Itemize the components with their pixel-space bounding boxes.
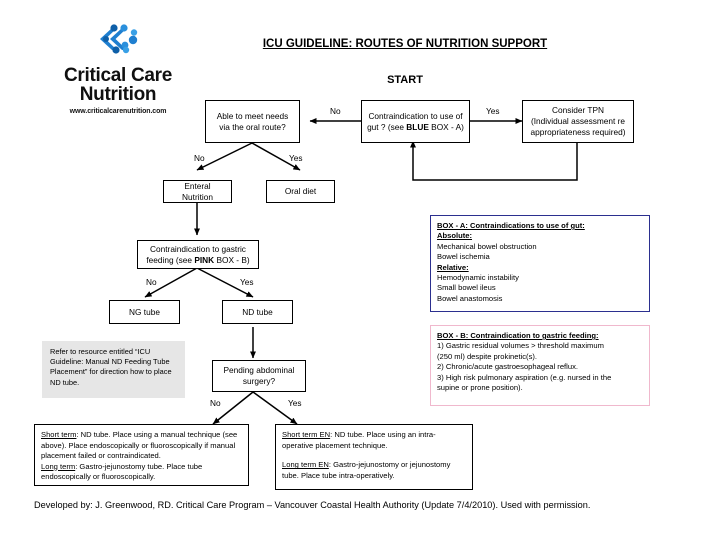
edge-label-oral-yes: Yes (289, 153, 303, 163)
node-able-to-meet-needs-oral-route[interactable]: Able to meet needs via the oral route? (205, 100, 300, 143)
node-text-pre: Contraindication to use of gut ? (see (367, 110, 463, 132)
box-b-line: 2) Chronic/acute gastroesophageal reflux… (437, 362, 578, 372)
edge-label-surgery-yes: Yes (288, 398, 302, 408)
logo-title-line2: Nutrition (79, 84, 157, 105)
edge-label-surgery-no: No (210, 398, 221, 408)
outcome-right-short: Short term EN: ND tube. Place using an i… (282, 430, 466, 451)
node-text-post: BOX - B) (214, 254, 250, 265)
node-pending-abdominal-surgery[interactable]: Pending abdominal surgery? (212, 360, 306, 392)
node-label: Contraindication to use of gut ? (see BL… (367, 111, 464, 133)
resource-note: Refer to resource entitled “ICU Guidelin… (42, 341, 185, 398)
outcome-left-short-text: : ND tube. Place using a manual techniqu… (41, 430, 238, 461)
box-b-line: 1) Gastric residual volumes > threshold … (437, 341, 604, 351)
node-consider-tpn[interactable]: Consider TPN (Individual assessment re a… (522, 100, 634, 143)
edge-label-gastric-no: No (146, 277, 157, 287)
logo-title-line1: Critical Care (63, 65, 173, 86)
node-text-bold: BLUE (406, 121, 429, 132)
outcome-left-short-label: Short term (41, 430, 77, 439)
box-a-item: Bowel anastomosis (437, 293, 503, 303)
info-panel-box-b: BOX - B: Contraindication to gastric fee… (430, 325, 650, 406)
node-label: ND tube (242, 306, 273, 317)
outcome-right-long: Long term EN: Gastro-jejunostomy or jeju… (282, 460, 466, 481)
edge-label-gut-yes: Yes (486, 106, 500, 116)
outcome-right-long-text: : Gastro-jejunostomy or jejunostomy tube… (282, 460, 451, 480)
node-contraindication-use-of-gut[interactable]: Contraindication to use of gut ? (see BL… (361, 100, 470, 143)
logo-url: www.criticalcarenutrition.com (69, 108, 167, 115)
edge-surgery-no (212, 391, 254, 425)
page-title: ICU GUIDELINE: ROUTES OF NUTRITION SUPPO… (262, 38, 548, 50)
box-a-subheading-relative: Relative: (437, 262, 469, 272)
outcome-right-short-text: : ND tube. Place using an intra-operativ… (282, 430, 436, 450)
info-panel-box-a: BOX - A: Contraindications to use of gut… (430, 215, 650, 312)
edge-tpn-feedback (410, 140, 578, 181)
outcome-left-long-text: : Gastro-jejunostomy tube. Place tube en… (41, 461, 203, 482)
edge-surgery-yes (252, 391, 298, 425)
node-text-bold: PINK (194, 254, 215, 265)
box-a-subheading-absolute: Absolute: (437, 231, 473, 241)
brand-logo: Critical Care Nutrition www.criticalcare… (30, 24, 206, 115)
node-label: Consider TPN (Individual assessment re a… (530, 105, 626, 137)
outcome-right-short-label: Short term EN (282, 430, 331, 439)
node-text-post: BOX - A) (428, 121, 464, 132)
box-a-heading: BOX - A: Contraindications to use of gut… (437, 221, 585, 230)
outcome-left-short: Short term: ND tube. Place using a manua… (41, 430, 242, 462)
outcome-left-long: Long term: Gastro-jejunostomy tube. Plac… (41, 462, 242, 483)
box-b-line: supine or prone position). (437, 383, 523, 393)
node-label: Pending abdominal surgery? (223, 365, 295, 386)
edge-label-oral-no: No (194, 153, 205, 163)
node-label: NG tube (129, 306, 160, 317)
node-label: Contraindication to gastric feeding (see… (146, 244, 249, 266)
node-contraindication-gastric-feeding[interactable]: Contraindication to gastric feeding (see… (137, 240, 259, 269)
node-label: Able to meet needs via the oral route? (216, 110, 289, 132)
edge-label-gut-no: No (330, 106, 341, 116)
blue-chevron-dots-logo-icon (100, 24, 138, 54)
outcome-box-no-pending-surgery: Short term: ND tube. Place using a manua… (34, 424, 249, 486)
node-label: Enteral Nutrition (182, 180, 213, 202)
box-b-line: 3) High risk pulmonary aspiration (e.g. … (437, 372, 612, 382)
box-b-heading: BOX - B: Contraindication to gastric fee… (437, 331, 599, 340)
logo-title: Critical Care Nutrition (30, 66, 206, 104)
start-label: START (387, 74, 423, 86)
outcome-box-yes-pending-surgery: Short term EN: ND tube. Place using an i… (275, 424, 473, 490)
box-a-item: Hemodynamic instability (437, 273, 519, 283)
box-b-line: (250 ml) despite prokinetic(s). (437, 351, 538, 361)
outcome-left-long-label: Long term (41, 461, 76, 471)
node-ng-tube[interactable]: NG tube (109, 300, 180, 324)
node-oral-diet[interactable]: Oral diet (266, 180, 335, 203)
box-a-item: Bowel ischemia (437, 252, 490, 262)
footer-credit: Developed by: J. Greenwood, RD. Critical… (34, 500, 591, 510)
edge-label-gastric-yes: Yes (240, 277, 254, 287)
box-a-item: Mechanical bowel obstruction (437, 241, 537, 251)
node-text-pre: Contraindication to gastric feeding (see (146, 243, 246, 265)
box-a-item: Small bowel ileus (437, 283, 496, 293)
node-nd-tube[interactable]: ND tube (222, 300, 293, 324)
node-label: Oral diet (284, 186, 317, 196)
outcome-right-spacer (282, 451, 466, 460)
edge-oral-no (196, 142, 253, 171)
outcome-right-long-label: Long term EN (282, 460, 329, 470)
node-enteral-nutrition[interactable]: Enteral Nutrition (163, 180, 232, 203)
